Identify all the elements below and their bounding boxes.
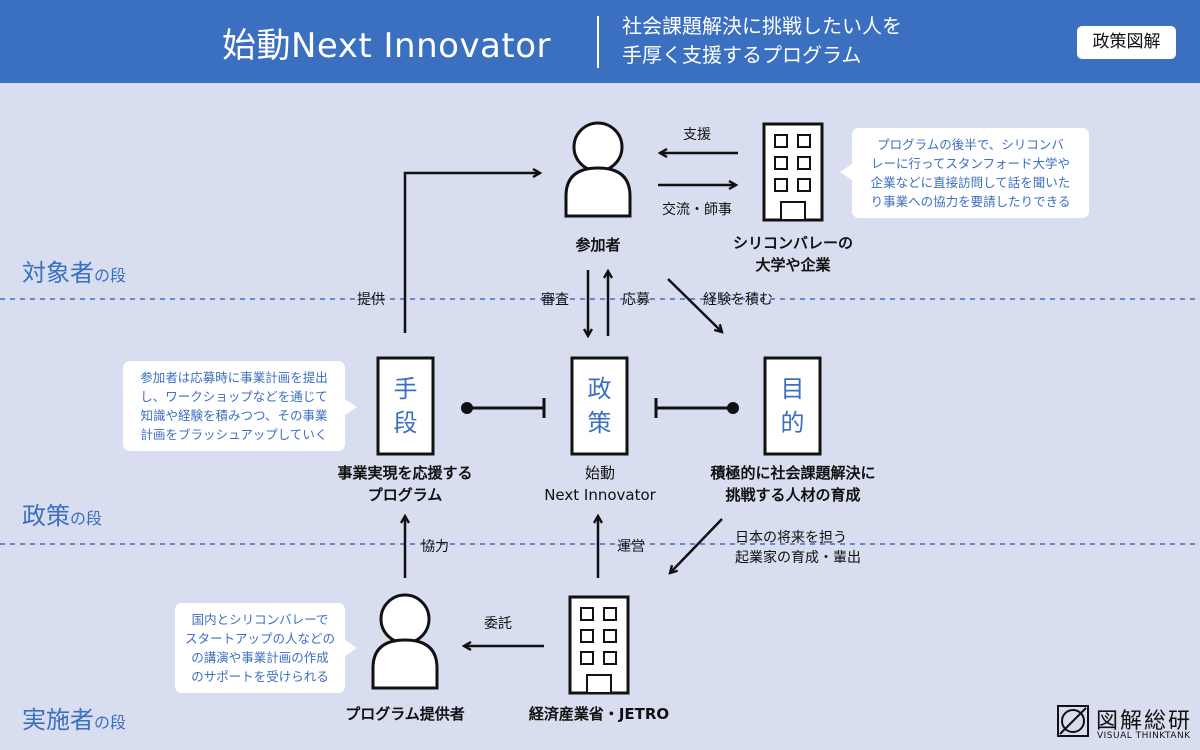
subtitle-line-2: 手厚く支援するプログラム bbox=[622, 43, 862, 67]
lane-label-policy: 政策の段 bbox=[22, 496, 102, 531]
lane-label-target: 対象者の段 bbox=[22, 253, 126, 288]
provide-arrow bbox=[403, 173, 540, 333]
policy-box-text: 政 策 bbox=[572, 372, 627, 440]
silicon-valley-building-icon bbox=[762, 122, 824, 222]
experience-arrow bbox=[667, 278, 722, 332]
silicon-callout-line-4: り事業への協力を要請したりできる bbox=[870, 194, 1071, 209]
lane-implementer-suffix: の段 bbox=[94, 713, 127, 732]
means-box-text: 手 段 bbox=[378, 372, 433, 440]
policy-purpose-connector bbox=[654, 398, 732, 418]
edge-label-provide: 提供 bbox=[357, 292, 385, 308]
means-box-char-2: 段 bbox=[393, 409, 418, 437]
silicon-callout-line-2: レーに行ってスタンフォード大学や bbox=[870, 156, 1070, 171]
provider-label: プログラム提供者 bbox=[345, 705, 465, 723]
meti-label: 経済産業省・JETRO bbox=[528, 705, 670, 723]
policy-box-char-1: 政 bbox=[587, 375, 612, 403]
provider-callout-line-2: スタートアップの人などの bbox=[185, 631, 336, 646]
edge-label-apply: 応募 bbox=[622, 292, 650, 308]
participant-label: 参加者 bbox=[575, 236, 621, 254]
silicon-callout: プログラムの後半で、シリコンバ レーに行ってスタンフォード大学や 企業などに直接… bbox=[852, 128, 1089, 218]
purpose-box bbox=[763, 356, 822, 456]
edge-label-experience: 経験を積む bbox=[703, 292, 773, 308]
policy-caption-line-1: 始動 bbox=[584, 464, 615, 482]
purpose-caption-line-2: 挑戦する人材の育成 bbox=[725, 486, 861, 504]
purpose-box-text: 目 的 bbox=[765, 372, 820, 440]
logo-icon bbox=[1057, 705, 1089, 737]
means-callout: 参加者は応募時に事業計画を提出 し、ワークショップなどを通じて 知識や経験を積み… bbox=[123, 361, 345, 451]
edge-label-review: 審査 bbox=[541, 292, 569, 308]
lane-implementer-main: 実施者 bbox=[22, 706, 94, 734]
means-connector-dot bbox=[461, 402, 473, 414]
means-box-char-1: 手 bbox=[393, 375, 418, 403]
participant-person-icon bbox=[564, 121, 632, 218]
future-line-1: 日本の将来を担う bbox=[735, 530, 847, 546]
policy-box bbox=[570, 356, 629, 456]
purpose-caption: 積極的に社会課題解決に 挑戦する人材の育成 bbox=[693, 462, 893, 506]
meti-building-icon bbox=[568, 595, 630, 695]
logo-subtitle: VISUAL THINKTANK bbox=[1097, 731, 1191, 741]
lane-target-main: 対象者 bbox=[22, 259, 94, 287]
policy-caption-line-2: Next Innovator bbox=[544, 486, 656, 504]
lane-label-implementer: 実施者の段 bbox=[22, 700, 126, 735]
means-caption: 事業実現を応援する プログラム bbox=[315, 462, 495, 506]
subtitle-line-1: 社会課題解決に挑戦したい人を bbox=[622, 14, 902, 38]
future-line-2: 起業家の育成・輩出 bbox=[735, 550, 861, 566]
lane-policy-main: 政策 bbox=[22, 502, 70, 530]
page-title: 始動Next Innovator bbox=[222, 26, 552, 66]
policy-box-char-2: 策 bbox=[587, 409, 612, 437]
silicon-callout-line-1: プログラムの後半で、シリコンバ bbox=[877, 137, 1064, 152]
means-callout-line-4: 計画をブラッシュアップしていく bbox=[140, 427, 328, 442]
provider-callout-line-4: のサポートを受けられる bbox=[191, 669, 329, 684]
purpose-box-char-1: 目 bbox=[780, 375, 805, 403]
silicon-valley-line-1: シリコンバレーの bbox=[732, 234, 853, 252]
silicon-callout-pointer bbox=[840, 164, 852, 180]
provider-callout-line-1: 国内とシリコンバレーで bbox=[191, 612, 329, 627]
edge-label-future: 日本の将来を担う 起業家の育成・輩出 bbox=[735, 528, 861, 568]
provider-person-icon bbox=[371, 593, 439, 690]
means-callout-line-3: 知識や経験を積みつつ、その事業 bbox=[140, 408, 328, 423]
purpose-connector-dot bbox=[727, 402, 739, 414]
means-policy-connector bbox=[468, 398, 546, 418]
lane-target-suffix: の段 bbox=[94, 266, 127, 285]
future-arrow bbox=[670, 518, 723, 573]
header-divider bbox=[597, 16, 599, 68]
means-box bbox=[376, 356, 435, 456]
means-callout-pointer bbox=[345, 399, 357, 415]
means-caption-line-1: 事業実現を応援する bbox=[337, 464, 473, 482]
header-bar: 始動Next Innovator 社会課題解決に挑戦したい人を 手厚く支援するプ… bbox=[0, 0, 1200, 83]
lane-policy-suffix: の段 bbox=[70, 509, 103, 528]
category-badge: 政策図解 bbox=[1077, 26, 1176, 59]
policy-caption: 始動 Next Innovator bbox=[518, 462, 682, 506]
purpose-caption-line-1: 積極的に社会課題解決に bbox=[710, 464, 876, 482]
silicon-valley-line-2: 大学や企業 bbox=[755, 256, 831, 274]
silicon-callout-line-3: 企業などに直接訪問して話を聞いた bbox=[870, 175, 1071, 190]
provider-callout-line-3: の講演や事業計画の作成 bbox=[191, 650, 329, 665]
logo-name: 図解総研 bbox=[1096, 709, 1193, 734]
provider-callout: 国内とシリコンバレーで スタートアップの人などの の講演や事業計画の作成 のサポ… bbox=[175, 603, 345, 693]
edge-label-cooperate: 協力 bbox=[421, 539, 449, 555]
provider-callout-pointer bbox=[345, 640, 357, 656]
edge-label-operate: 運営 bbox=[617, 539, 645, 555]
purpose-box-char-2: 的 bbox=[780, 409, 805, 437]
means-callout-line-2: し、ワークショップなどを通じて bbox=[140, 389, 328, 404]
means-caption-line-2: プログラム bbox=[367, 486, 443, 504]
edge-label-support: 支援 bbox=[683, 127, 711, 143]
edge-label-exchange: 交流・師事 bbox=[662, 202, 732, 218]
edge-label-entrust: 委託 bbox=[484, 616, 512, 632]
page-subtitle: 社会課題解決に挑戦したい人を 手厚く支援するプログラム bbox=[622, 12, 902, 70]
silicon-valley-label: シリコンバレーの 大学や企業 bbox=[713, 232, 873, 276]
means-callout-line-1: 参加者は応募時に事業計画を提出 bbox=[140, 370, 328, 385]
